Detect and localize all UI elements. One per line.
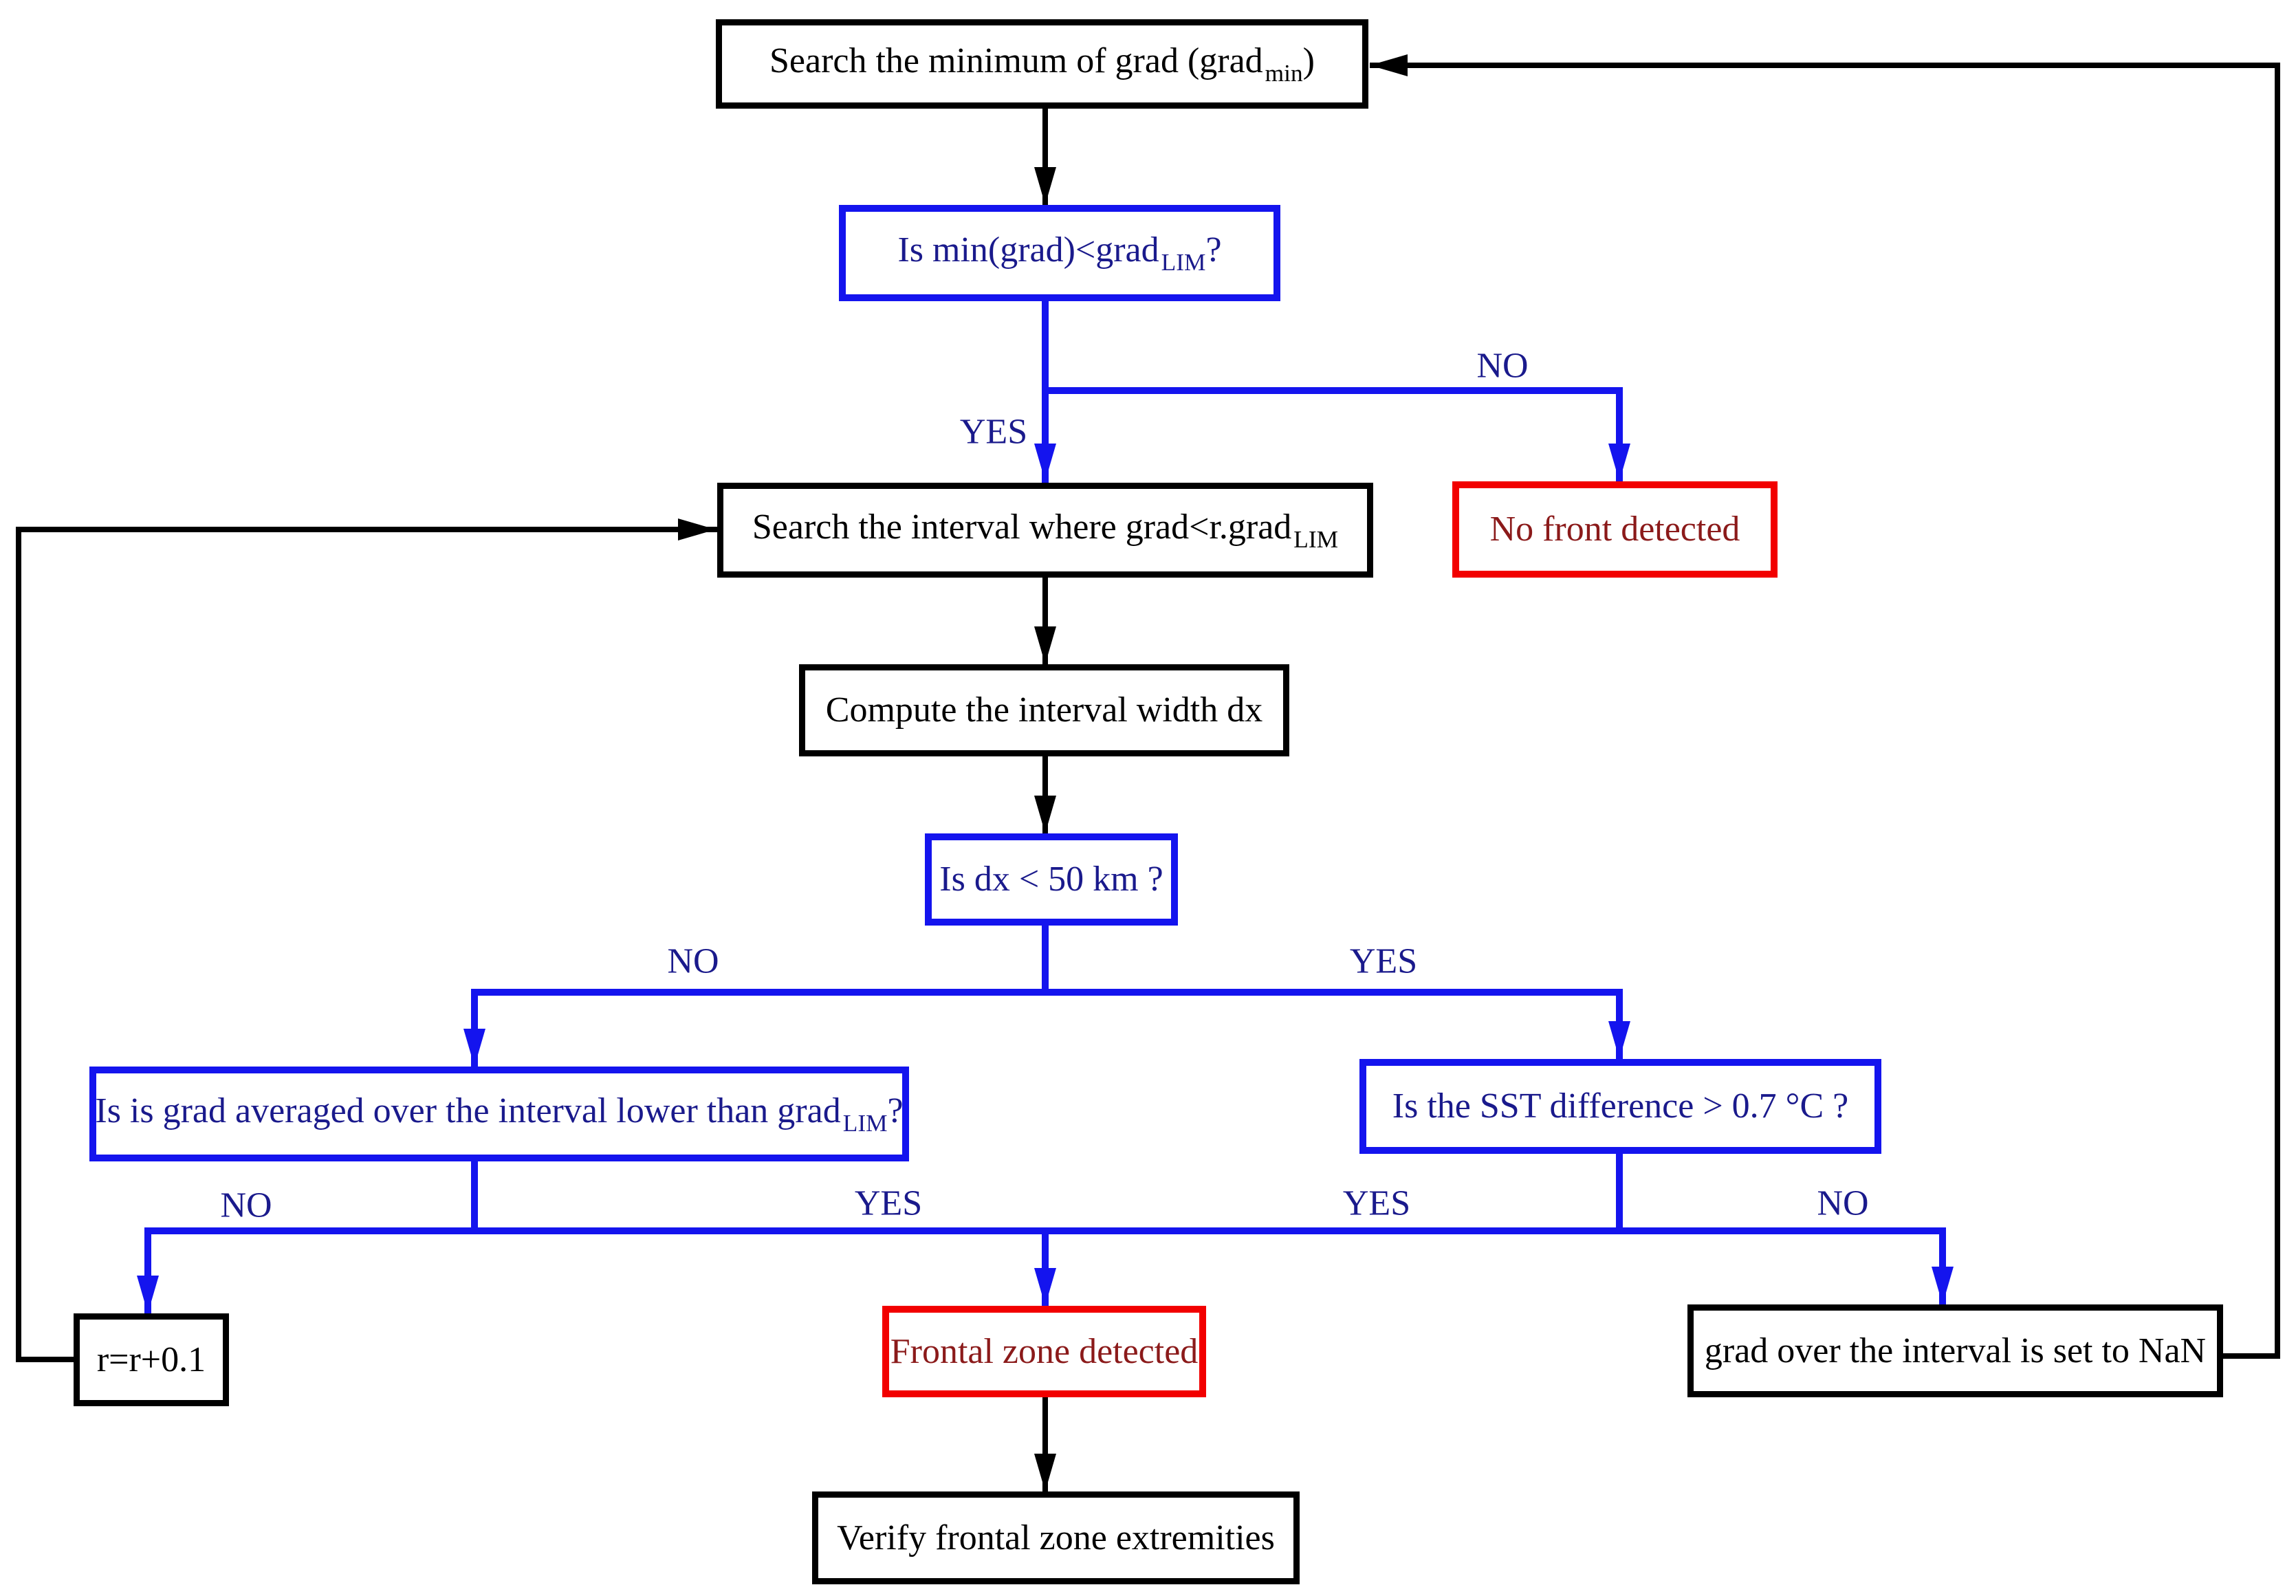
node-q-grad-avg-label: Is is grad averaged over the interval lo…	[95, 1091, 904, 1137]
branch-q2-vertical-no	[471, 989, 478, 1067]
node-search-min: Search the minimum of grad (gradmin)	[716, 19, 1368, 109]
loop-r-vertical	[16, 527, 21, 1362]
node-q-grad-avg: Is is grad averaged over the interval lo…	[89, 1067, 909, 1161]
edge-label-q3-no: NO	[220, 1185, 272, 1225]
arrowhead-no-into-no-front	[1608, 444, 1630, 481]
node-q-min-grad-label: Is min(grad)<gradLIM?	[897, 230, 1222, 276]
arrowhead-into-grad-nan	[1932, 1267, 1954, 1304]
node-compute-dx: Compute the interval width dx	[799, 664, 1289, 756]
arrowhead-into-q1	[1034, 167, 1056, 205]
edge-label-q3-yes: YES	[854, 1183, 923, 1223]
node-grad-nan: grad over the interval is set to NaN	[1687, 1304, 2223, 1397]
branch-bottom-vertical-left	[144, 1227, 151, 1313]
node-search-interval: Search the interval where grad<r.gradLIM	[717, 483, 1373, 578]
loop-nan-horizontal-top	[1370, 63, 2280, 68]
node-no-front-label: No front detected	[1489, 510, 1740, 549]
node-increment-r-label: r=r+0.1	[96, 1340, 206, 1379]
edge-label-q1-yes: YES	[959, 412, 1028, 452]
branch-bottom-vertical-right	[1939, 1227, 1946, 1304]
branch-q1-horizontal-no	[1042, 387, 1623, 394]
arrowhead-into-compute-dx	[1034, 626, 1056, 664]
branch-q4-vertical-stem	[1616, 1154, 1623, 1234]
branch-q3-vertical-stem	[471, 1161, 478, 1234]
arrowhead-into-increment-r	[137, 1276, 159, 1313]
edge-label-q2-no: NO	[667, 941, 719, 981]
loop-nan-horizontal-bottom	[2223, 1353, 2280, 1359]
node-q-dx: Is dx < 50 km ?	[925, 833, 1178, 926]
node-compute-dx-label: Compute the interval width dx	[825, 690, 1263, 730]
edge-label-q1-no: NO	[1476, 346, 1529, 386]
node-verify-extremities-label: Verify frontal zone extremities	[837, 1518, 1275, 1557]
edge-label-q4-no: NO	[1817, 1183, 1869, 1223]
node-q-sst-diff: Is the SST difference > 0.7 °C ?	[1359, 1059, 1881, 1154]
node-verify-extremities: Verify frontal zone extremities	[812, 1491, 1300, 1584]
arrowhead-into-search-min	[1370, 54, 1408, 76]
edge-label-q2-yes: YES	[1349, 941, 1418, 981]
arrowhead-into-q-dx	[1034, 796, 1056, 833]
loop-nan-vertical	[2275, 63, 2280, 1359]
branch-q2-horizontal	[471, 989, 1623, 996]
arrowhead-into-q-sst	[1608, 1021, 1630, 1059]
branch-q1-vertical-no	[1616, 387, 1623, 481]
arrowhead-into-q-grad-avg	[463, 1029, 485, 1067]
edge-label-q4-yes: YES	[1342, 1183, 1411, 1223]
connector-compute-to-qdx	[1042, 756, 1048, 833]
connector-interval-to-compute	[1042, 578, 1048, 664]
node-frontal-zone: Frontal zone detected	[882, 1306, 1206, 1397]
connector-frontal-to-verify	[1042, 1397, 1048, 1491]
node-search-interval-label: Search the interval where grad<r.gradLIM	[752, 507, 1339, 554]
arrowhead-yes-into-search-interval	[1034, 444, 1056, 481]
branch-q2-vertical-stem	[1042, 926, 1049, 996]
loop-r-horizontal-top	[19, 527, 717, 532]
node-increment-r: r=r+0.1	[74, 1313, 229, 1406]
node-frontal-zone-label: Frontal zone detected	[890, 1331, 1199, 1371]
node-grad-nan-label: grad over the interval is set to NaN	[1704, 1331, 2207, 1370]
node-q-dx-label: Is dx < 50 km ?	[939, 860, 1163, 899]
node-no-front: No front detected	[1452, 481, 1778, 578]
arrowhead-into-search-interval	[678, 518, 716, 540]
arrowhead-into-verify	[1034, 1454, 1056, 1491]
node-q-min-grad: Is min(grad)<gradLIM?	[839, 205, 1280, 301]
node-search-min-label: Search the minimum of grad (gradmin)	[769, 41, 1315, 87]
node-q-sst-diff-label: Is the SST difference > 0.7 °C ?	[1392, 1086, 1849, 1126]
arrowhead-into-frontal-zone	[1034, 1268, 1056, 1306]
branch-bottom-vertical-center	[1042, 1227, 1049, 1306]
loop-r-horizontal-bottom	[19, 1357, 74, 1362]
connector-top-to-q1	[1042, 109, 1048, 205]
